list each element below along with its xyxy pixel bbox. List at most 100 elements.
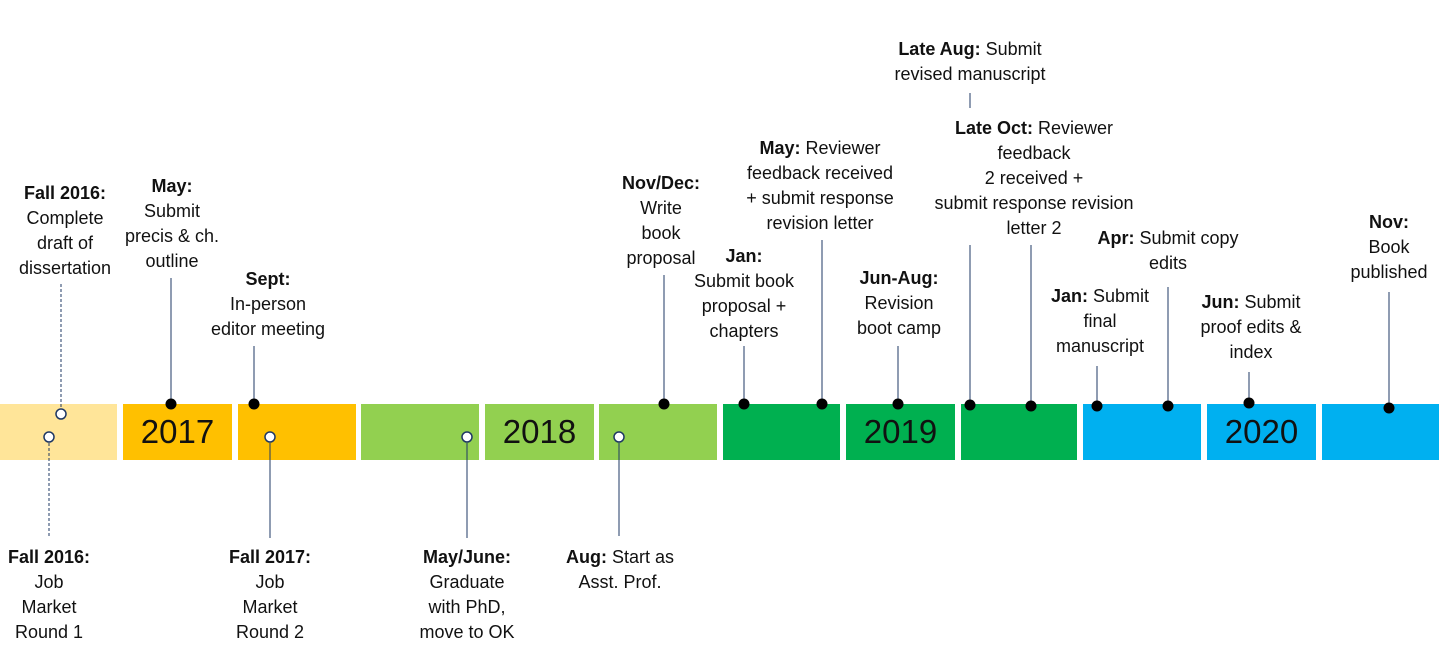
event-novdec2018: Nov/Dec: Write book proposal — [622, 171, 700, 271]
event-line: proposal + — [701, 296, 787, 316]
event-date: Aug: — [565, 547, 607, 567]
event-line: move to OK — [419, 622, 515, 642]
segment-2020-a — [1083, 404, 1201, 460]
event-line: Job — [255, 572, 285, 592]
event-date: May: — [759, 138, 801, 158]
event-line: draft of — [36, 233, 94, 253]
event-jun2020: Jun: Submit proof edits & index — [1200, 290, 1301, 365]
marker-fall2017-job — [264, 431, 276, 443]
event-line: precis & ch. — [124, 226, 220, 246]
event-line: boot camp — [856, 318, 942, 338]
event-line: published — [1350, 262, 1428, 282]
event-line: book — [641, 223, 681, 243]
event-line: chapters — [709, 321, 779, 341]
event-date: Fall 2017: — [228, 547, 312, 567]
event-line: letter 2 — [1006, 218, 1062, 238]
event-may2019: May: Reviewer feedback received + submit… — [746, 136, 894, 236]
event-line: Submit book — [693, 271, 795, 291]
event-nov2020: Nov: Book published — [1350, 210, 1427, 285]
segment-2019-b — [846, 404, 955, 460]
event-jan2020: Jan: Submit final manuscript — [1051, 284, 1149, 359]
event-date: Jun: — [1201, 292, 1240, 312]
event-first-line: Reviewer — [800, 138, 881, 158]
event-line: + submit response — [746, 188, 894, 208]
event-line: Graduate — [429, 572, 505, 592]
segment-2020-b — [1207, 404, 1316, 460]
event-may2017: May: Submit precis & ch. outline — [125, 174, 219, 274]
event-line: feedback received — [746, 163, 894, 183]
event-line: outline — [145, 251, 199, 271]
event-date: Nov: — [1369, 212, 1409, 232]
event-first-line: Start as — [606, 547, 675, 567]
marker-fall2016-draft — [55, 408, 67, 420]
event-date: Fall 2016: — [7, 547, 91, 567]
marker-nov2020 — [1383, 402, 1395, 414]
event-line: Complete — [26, 208, 104, 228]
event-sept2017: Sept: In-person editor meeting — [211, 267, 325, 342]
marker-lateoct2019 — [1025, 400, 1037, 412]
event-line: Round 2 — [235, 622, 305, 642]
segment-2018-a — [361, 404, 479, 460]
segment-2019-a — [723, 404, 840, 460]
event-line: Revision — [864, 293, 934, 313]
event-line: final — [1083, 311, 1117, 331]
event-line: edits — [1148, 253, 1188, 273]
marker-may2019 — [816, 398, 828, 410]
event-first-line: Submit — [1087, 286, 1150, 306]
event-jan2019: Jan: Submit book proposal + chapters — [694, 244, 794, 344]
marker-novdec2018 — [658, 398, 670, 410]
marker-may2017 — [165, 398, 177, 410]
event-fall2016-job: Fall 2016: Job Market Round 1 — [8, 545, 90, 645]
event-line: proposal — [626, 248, 696, 268]
event-date: May/June: — [422, 547, 512, 567]
event-line: Submit — [143, 201, 201, 221]
marker-junaug2019 — [892, 398, 904, 410]
event-line: Asst. Prof. — [578, 572, 662, 592]
year-label-2018: 2018 — [502, 413, 577, 450]
event-line: with PhD, — [428, 597, 506, 617]
year-label-2020: 2020 — [1224, 413, 1299, 450]
event-date: May: — [151, 176, 193, 196]
year-label-2017: 2017 — [140, 413, 215, 450]
segment-2017-early — [123, 404, 232, 460]
event-date: Jan: — [725, 246, 763, 266]
event-line: revision letter — [766, 213, 874, 233]
event-aug2018: Aug: Start as Asst. Prof. — [566, 545, 674, 595]
event-date: Late Oct: — [954, 118, 1033, 138]
event-date: Nov/Dec: — [621, 173, 701, 193]
event-line: Book — [1368, 237, 1410, 257]
event-date: Sept: — [245, 269, 291, 289]
marker-aug2018 — [613, 431, 625, 443]
segment-2019-c — [961, 404, 1077, 460]
event-date: Late Aug: — [898, 39, 981, 59]
event-date: Jun-Aug: — [859, 268, 939, 288]
event-first-line: Submit — [980, 39, 1042, 59]
event-first-line: Submit copy — [1134, 228, 1239, 248]
event-line: dissertation — [18, 258, 112, 278]
event-junaug2019: Jun-Aug: Revision boot camp — [857, 266, 941, 341]
event-line: revised manuscript — [894, 64, 1046, 84]
segment-2020-c — [1322, 404, 1439, 460]
event-line: feedback — [997, 143, 1071, 163]
event-first-line: Submit — [1239, 292, 1301, 312]
event-line: In-person — [229, 294, 307, 314]
event-line: editor meeting — [210, 319, 326, 339]
segment-2017-late — [238, 404, 356, 460]
marker-jan2020 — [1091, 400, 1103, 412]
event-line: 2 received + — [984, 168, 1084, 188]
event-fall2017-job: Fall 2017: Job Market Round 2 — [229, 545, 311, 645]
event-lateoct2019: Late Oct: Reviewer feedback 2 received +… — [934, 116, 1133, 241]
marker-mayjune2018 — [461, 431, 473, 443]
event-line: proof edits & — [1200, 317, 1302, 337]
event-fall2016-draft: Fall 2016: Complete draft of dissertatio… — [19, 181, 111, 281]
event-date: Fall 2016: — [23, 183, 107, 203]
event-line: manuscript — [1055, 336, 1145, 356]
event-date: Jan: — [1050, 286, 1088, 306]
event-first-line: Reviewer — [1032, 118, 1114, 138]
event-date: Apr: — [1097, 228, 1135, 248]
event-mayjune2018: May/June: Graduate with PhD, move to OK — [419, 545, 514, 645]
segment-2018-b — [485, 404, 594, 460]
event-line: index — [1229, 342, 1273, 362]
